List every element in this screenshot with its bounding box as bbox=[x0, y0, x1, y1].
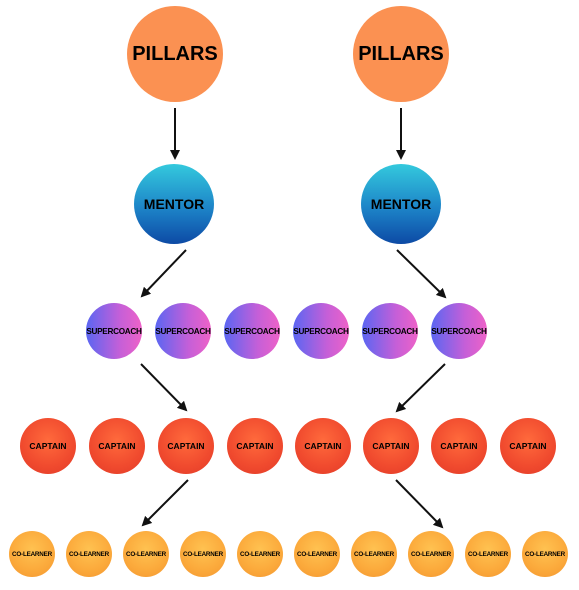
captain-node: CAPTAIN bbox=[227, 418, 283, 474]
colearner-node: CO-LEARNER bbox=[180, 531, 226, 577]
node-label: CAPTAIN bbox=[167, 441, 205, 451]
arrow-mentor-to-supercoach-left bbox=[140, 249, 187, 298]
node-label: CAPTAIN bbox=[304, 441, 342, 451]
node-label: CO-LEARNER bbox=[411, 550, 451, 558]
node-label: SUPERCOACH bbox=[86, 326, 142, 336]
node-label: CAPTAIN bbox=[29, 441, 67, 451]
node-label: CAPTAIN bbox=[440, 441, 478, 451]
node-label: MENTOR bbox=[370, 196, 432, 212]
captain-node: CAPTAIN bbox=[20, 418, 76, 474]
captain-node: CAPTAIN bbox=[158, 418, 214, 474]
captain-node: CAPTAIN bbox=[295, 418, 351, 474]
colearner-node: CO-LEARNER bbox=[66, 531, 112, 577]
node-label: CO-LEARNER bbox=[468, 550, 508, 558]
mentor-node-right: MENTOR bbox=[361, 164, 441, 244]
arrow-mentor-to-supercoach-right bbox=[396, 249, 447, 299]
node-label: CO-LEARNER bbox=[525, 550, 565, 558]
pillars-node-right: PILLARS bbox=[353, 6, 449, 102]
node-label: CAPTAIN bbox=[98, 441, 136, 451]
supercoach-node: SUPERCOACH bbox=[86, 303, 142, 359]
captain-node: CAPTAIN bbox=[363, 418, 419, 474]
arrow-supercoach-to-captain-left bbox=[140, 363, 188, 412]
supercoach-node: SUPERCOACH bbox=[293, 303, 349, 359]
supercoach-node: SUPERCOACH bbox=[155, 303, 211, 359]
colearner-node: CO-LEARNER bbox=[408, 531, 454, 577]
colearner-node: CO-LEARNER bbox=[9, 531, 55, 577]
node-label: CO-LEARNER bbox=[12, 550, 52, 558]
colearner-node: CO-LEARNER bbox=[522, 531, 568, 577]
arrow-captain-to-colearner-right bbox=[395, 479, 444, 529]
node-label: SUPERCOACH bbox=[224, 326, 280, 336]
node-label: CAPTAIN bbox=[372, 441, 410, 451]
node-label: SUPERCOACH bbox=[431, 326, 487, 336]
node-label: CO-LEARNER bbox=[69, 550, 109, 558]
arrow-captain-to-colearner-left bbox=[141, 479, 189, 527]
node-label: CO-LEARNER bbox=[354, 550, 394, 558]
supercoach-node: SUPERCOACH bbox=[362, 303, 418, 359]
captain-node: CAPTAIN bbox=[89, 418, 145, 474]
node-label: MENTOR bbox=[143, 196, 205, 212]
colearner-node: CO-LEARNER bbox=[294, 531, 340, 577]
node-label: SUPERCOACH bbox=[362, 326, 418, 336]
captain-node: CAPTAIN bbox=[500, 418, 556, 474]
node-label: PILLARS bbox=[132, 42, 218, 65]
node-label: CAPTAIN bbox=[236, 441, 274, 451]
supercoach-node: SUPERCOACH bbox=[431, 303, 487, 359]
node-label: SUPERCOACH bbox=[155, 326, 211, 336]
arrow-supercoach-to-captain-right bbox=[395, 363, 446, 413]
node-label: CO-LEARNER bbox=[126, 550, 166, 558]
node-label: SUPERCOACH bbox=[293, 326, 349, 336]
colearner-node: CO-LEARNER bbox=[351, 531, 397, 577]
node-label: CAPTAIN bbox=[509, 441, 547, 451]
colearner-node: CO-LEARNER bbox=[237, 531, 283, 577]
pillars-node-left: PILLARS bbox=[127, 6, 223, 102]
node-label: PILLARS bbox=[358, 42, 444, 65]
colearner-node: CO-LEARNER bbox=[465, 531, 511, 577]
colearner-node: CO-LEARNER bbox=[123, 531, 169, 577]
node-label: CO-LEARNER bbox=[297, 550, 337, 558]
mentor-node-left: MENTOR bbox=[134, 164, 214, 244]
supercoach-node: SUPERCOACH bbox=[224, 303, 280, 359]
node-label: CO-LEARNER bbox=[240, 550, 280, 558]
captain-node: CAPTAIN bbox=[431, 418, 487, 474]
node-label: CO-LEARNER bbox=[183, 550, 223, 558]
